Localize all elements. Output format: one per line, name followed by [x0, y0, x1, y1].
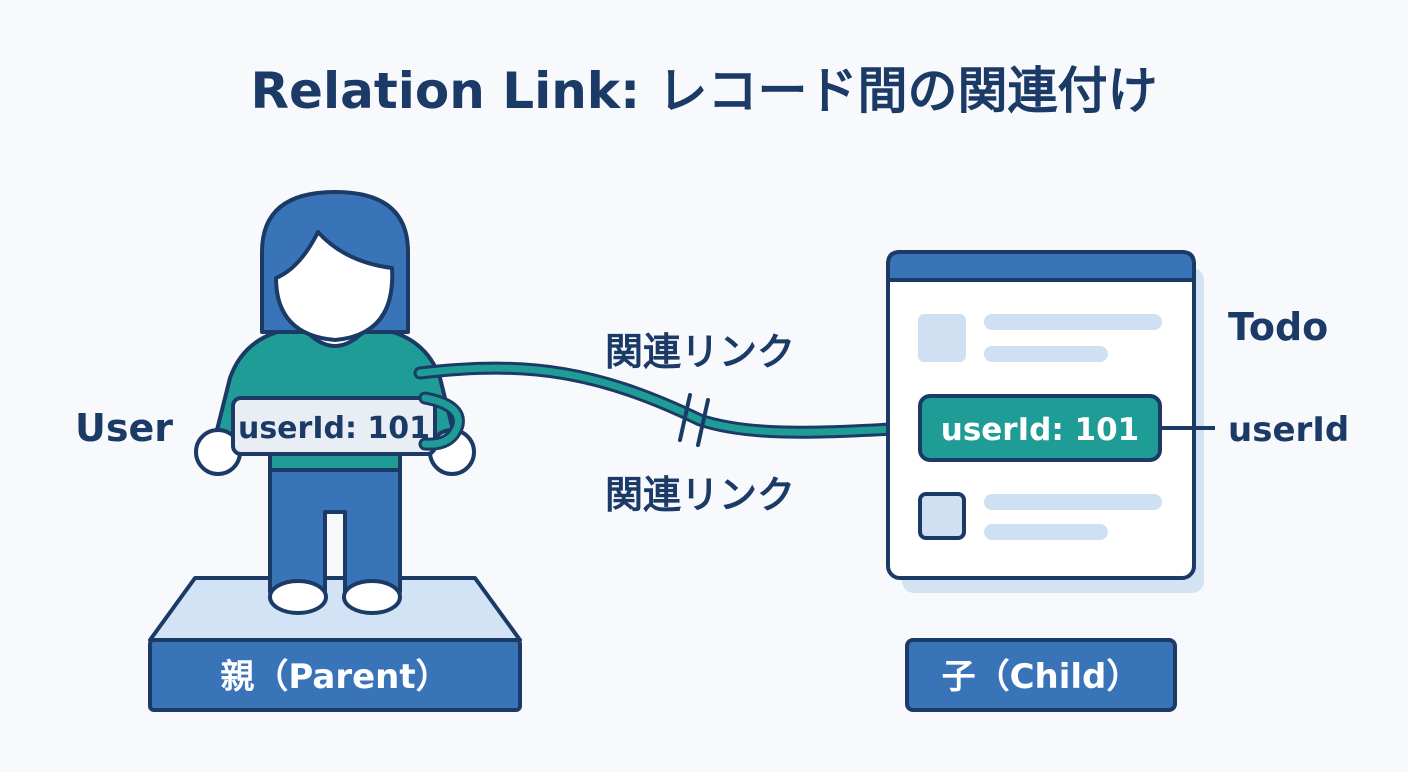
- child-panel-header: [886, 250, 1196, 282]
- diagram-title: Relation Link: レコード間の関連付け: [251, 62, 1158, 120]
- child-base-label: 子（Child）: [942, 657, 1141, 697]
- child-row-3: [918, 492, 1162, 540]
- child-field-tag-text: userId: 101: [941, 412, 1139, 448]
- parent-field-tag-text: userId: 101: [238, 411, 430, 446]
- parent-field-tag: userId: 101: [231, 396, 437, 456]
- child-row-1: [918, 314, 1162, 362]
- child-field-tag: userId: 101: [918, 394, 1162, 462]
- relation-link-cable: [413, 361, 927, 451]
- link-label-bottom: 関連リンク: [605, 473, 795, 517]
- child-field-callout: userId: [1228, 410, 1349, 450]
- parent-entity-label: User: [75, 406, 173, 450]
- child-base: [905, 638, 1177, 712]
- parent-pedestal: [148, 576, 522, 712]
- parent-base-label: 親（Parent）: [220, 657, 449, 697]
- child-entity-label: Todo: [1228, 305, 1328, 349]
- parent-head: [260, 190, 410, 342]
- parent-legs: [268, 463, 402, 615]
- link-label-top: 関連リンク: [605, 330, 795, 374]
